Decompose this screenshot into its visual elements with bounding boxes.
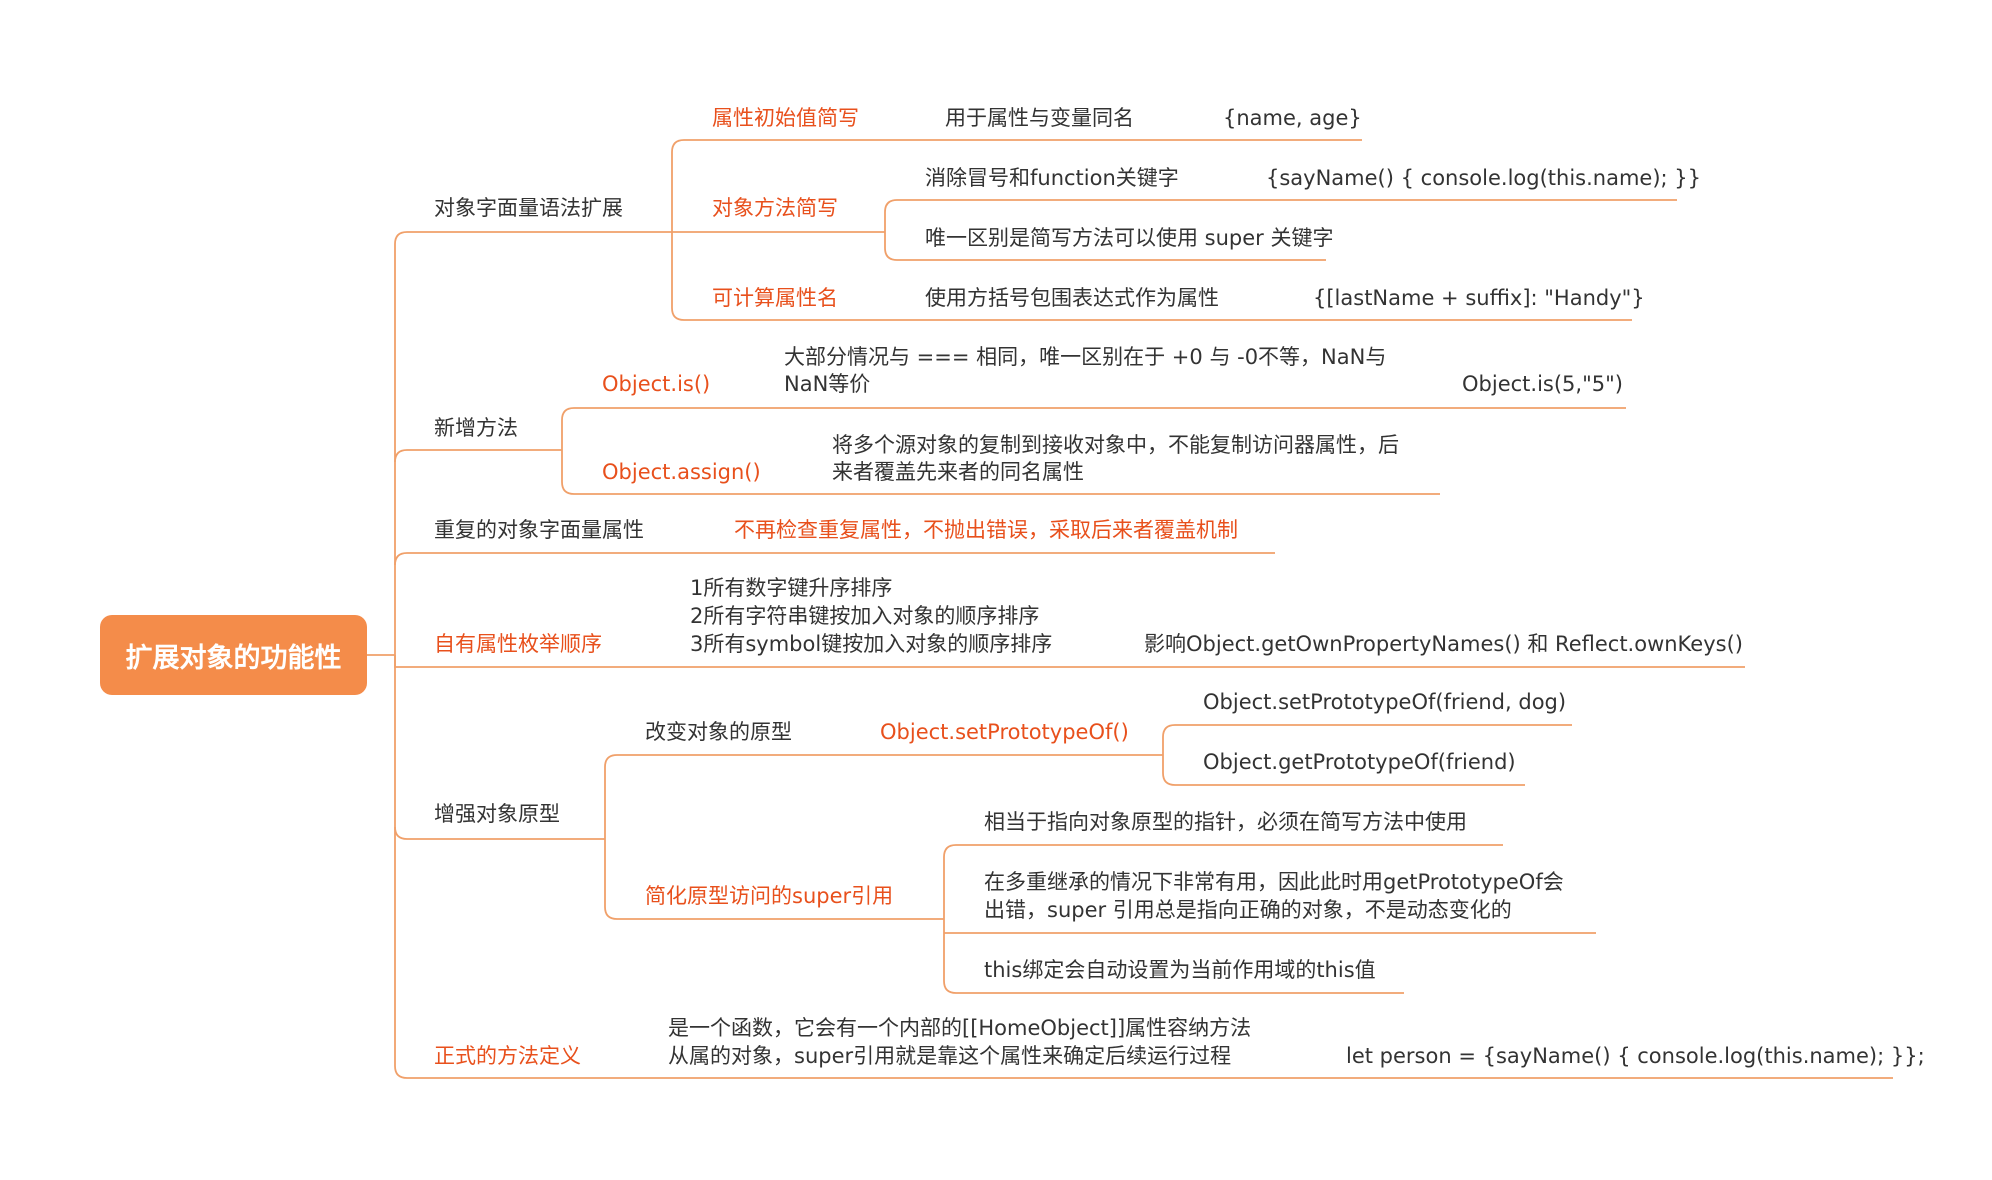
set-proto-example-2: Object.getPrototypeOf(friend) bbox=[1203, 750, 1516, 774]
set-proto-example-1: Object.setPrototypeOf(friend, dog) bbox=[1203, 690, 1567, 714]
shorthand-init-example: {name, age} bbox=[1223, 106, 1362, 130]
object-is-desc-1: 大部分情况与 === 相同，唯一区别在于 +0 与 -0不等，NaN与 bbox=[784, 345, 1387, 369]
branch-line-duplicate bbox=[394, 552, 1275, 566]
super-desc-2a: 在多重继承的情况下非常有用，因此此时用getPrototypeOf会 bbox=[984, 870, 1564, 894]
enum-rule-1: 1所有数字键升序排序 bbox=[690, 576, 893, 600]
node-method-shorthand[interactable]: 对象方法简写 bbox=[712, 196, 838, 220]
prototype-spine bbox=[604, 754, 1163, 920]
root-node[interactable]: 扩展对象的功能性 bbox=[100, 615, 367, 695]
node-object-assign[interactable]: Object.assign() bbox=[602, 460, 761, 484]
branch-method-def[interactable]: 正式的方法定义 bbox=[434, 1044, 581, 1068]
enum-affects: 影响Object.getOwnPropertyNames() 和 Reflect… bbox=[1144, 632, 1743, 656]
node-super-ref[interactable]: 简化原型访问的super引用 bbox=[645, 884, 894, 908]
node-set-prototype-of[interactable]: Object.setPrototypeOf() bbox=[880, 720, 1129, 744]
duplicate-desc: 不再检查重复属性，不抛出错误，采取后来者覆盖机制 bbox=[734, 518, 1238, 542]
branch-enum-order[interactable]: 自有属性枚举顺序 bbox=[434, 632, 602, 656]
node-shorthand-init[interactable]: 属性初始值简写 bbox=[712, 106, 859, 130]
new-methods-spine bbox=[561, 407, 1626, 495]
node-change-prototype[interactable]: 改变对象的原型 bbox=[645, 720, 792, 744]
super-desc-3: this绑定会自动设置为当前作用域的this值 bbox=[984, 958, 1376, 982]
method-def-example: let person = {sayName() { console.log(th… bbox=[1346, 1044, 1925, 1068]
object-is-desc-2: NaN等价 bbox=[784, 372, 871, 396]
super-desc-2b: 出错，super 引用总是指向正确的对象，不是动态变化的 bbox=[984, 898, 1512, 922]
main-spine bbox=[394, 231, 408, 1079]
set-proto-spine bbox=[1162, 724, 1572, 786]
branch-prototype[interactable]: 增强对象原型 bbox=[434, 802, 560, 826]
node-object-is[interactable]: Object.is() bbox=[602, 372, 711, 396]
branch-line-new-methods bbox=[394, 449, 562, 463]
computed-desc: 使用方括号包围表达式作为属性 bbox=[925, 286, 1219, 310]
literal-spine bbox=[671, 139, 1632, 321]
super-spine bbox=[943, 844, 1596, 994]
method-short-spine bbox=[884, 199, 1677, 261]
branch-literal[interactable]: 对象字面量语法扩展 bbox=[434, 196, 623, 220]
enum-rule-2: 2所有字符串键按加入对象的顺序排序 bbox=[690, 604, 1040, 628]
method-short-desc2: 唯一区别是简写方法可以使用 super 关键字 bbox=[925, 226, 1334, 250]
object-assign-desc-1: 将多个源对象的复制到接收对象中，不能复制访问器属性，后 bbox=[832, 433, 1399, 457]
method-def-desc-1: 是一个函数，它会有一个内部的[[HomeObject]]属性容纳方法 bbox=[668, 1016, 1252, 1040]
branch-line-prototype bbox=[394, 826, 605, 840]
enum-rule-3: 3所有symbol键按加入对象的顺序排序 bbox=[690, 632, 1053, 656]
method-short-desc1: 消除冒号和function关键字 bbox=[925, 166, 1179, 190]
branch-line-enum bbox=[394, 655, 1745, 668]
super-desc-1: 相当于指向对象原型的指针，必须在简写方法中使用 bbox=[984, 810, 1467, 834]
branch-duplicate[interactable]: 重复的对象字面量属性 bbox=[434, 518, 644, 542]
branch-new-methods[interactable]: 新增方法 bbox=[434, 416, 518, 440]
method-def-desc-2: 从属的对象，super引用就是靠这个属性来确定后续运行过程 bbox=[668, 1044, 1232, 1068]
object-assign-desc-2: 来者覆盖先来者的同名属性 bbox=[832, 460, 1084, 484]
object-is-example: Object.is(5,"5") bbox=[1462, 372, 1623, 396]
computed-example: {[lastName + suffix]: "Handy"} bbox=[1313, 286, 1645, 310]
method-short-example: {sayName() { console.log(this.name); }} bbox=[1266, 166, 1701, 190]
shorthand-init-desc: 用于属性与变量同名 bbox=[945, 106, 1134, 130]
node-computed[interactable]: 可计算属性名 bbox=[712, 286, 838, 310]
